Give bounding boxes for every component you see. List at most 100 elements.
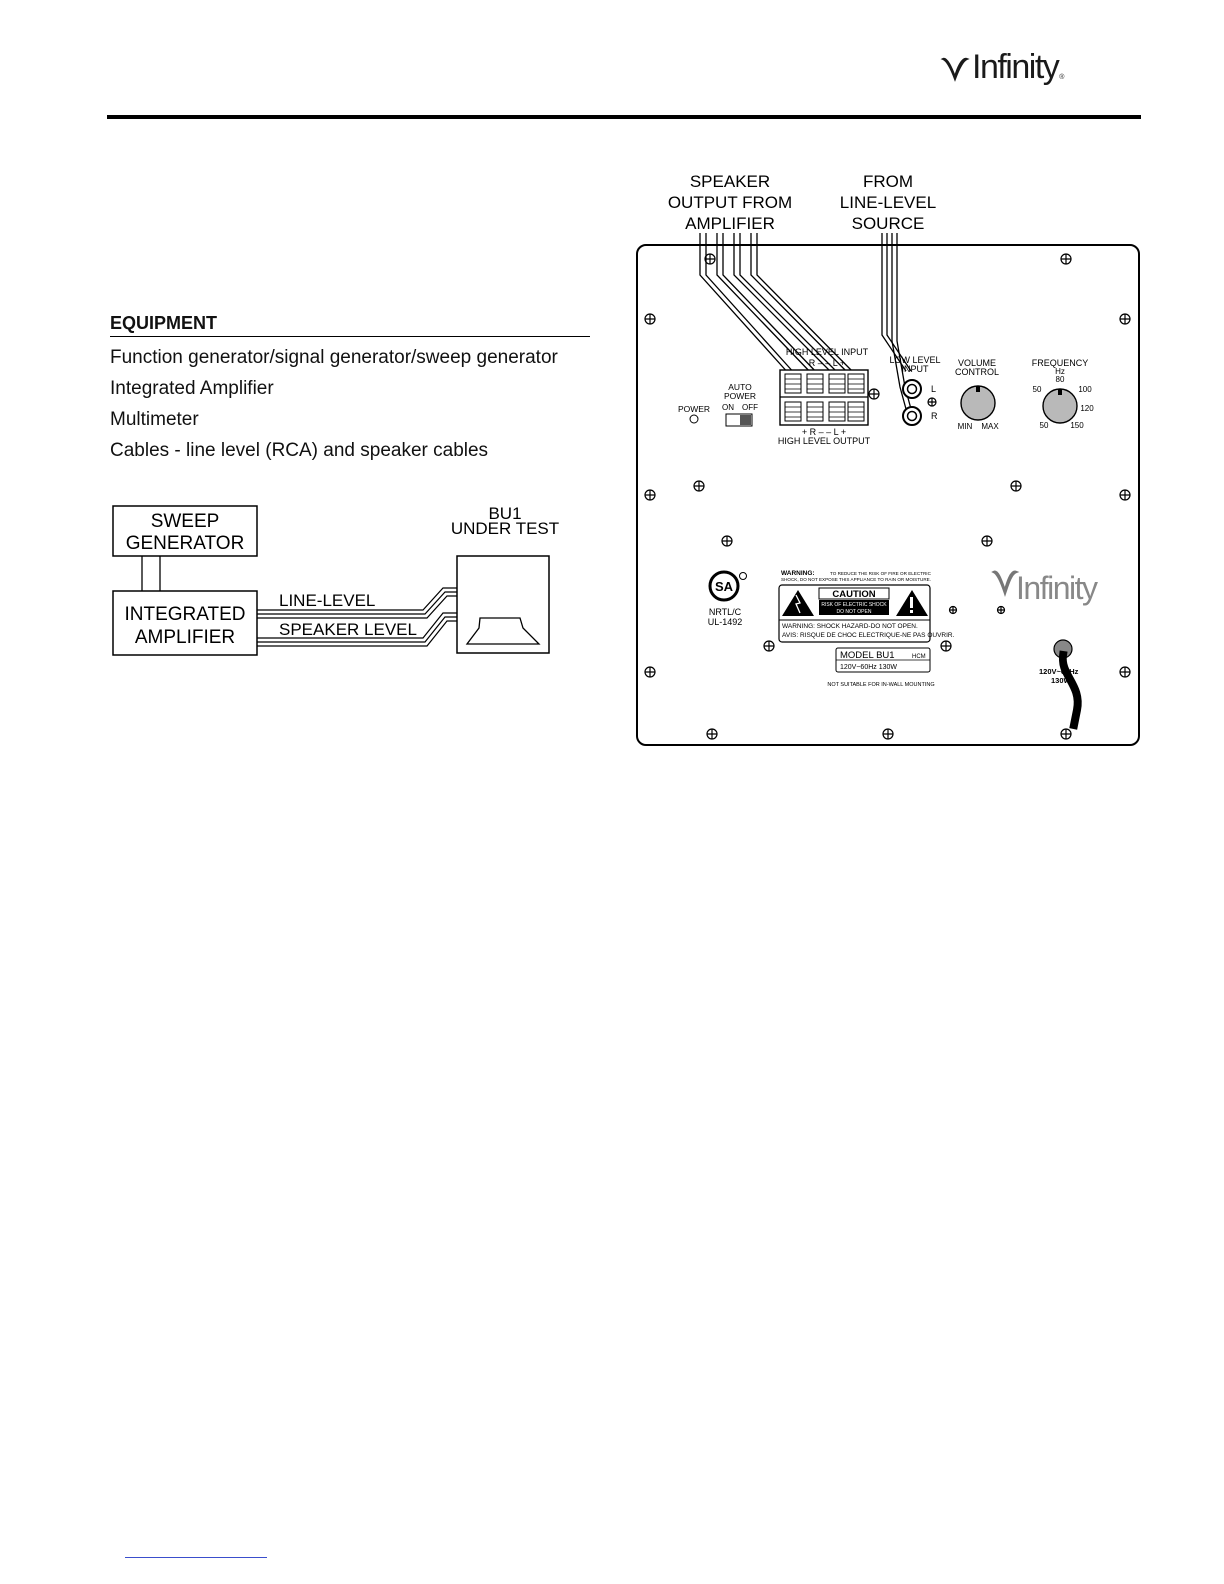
screw-icon <box>1010 480 1022 492</box>
screw-icon <box>927 397 937 407</box>
auto-power-label-2: POWER <box>724 391 756 401</box>
speaker-terminal-block <box>779 369 869 426</box>
screw-icon <box>1060 728 1072 740</box>
model-suffix: HCM <box>912 654 926 660</box>
rca-jack-right[interactable] <box>902 406 922 426</box>
equipment-item: Cables - line level (RCA) and speaker ca… <box>110 440 489 461</box>
power-rating: 120V~60Hz <box>1039 667 1079 676</box>
under-test-label: UNDER TEST <box>451 519 559 538</box>
bu1-label: BU1 <box>488 504 521 523</box>
logo-text: Infinity <box>972 48 1060 86</box>
screw-icons <box>644 253 1131 740</box>
model-plate: MODEL BU1 HCM 120V~60Hz 130W <box>835 647 931 673</box>
screw-icon <box>996 605 1006 615</box>
screw-icon <box>882 728 894 740</box>
power-rating-2: 130W <box>1051 676 1072 685</box>
equipment-item: Multimeter <box>110 409 199 430</box>
low-level-input-label-2: INPUT <box>902 364 930 374</box>
equipment-item: Integrated Amplifier <box>110 378 274 399</box>
screw-icon <box>1119 666 1131 678</box>
high-level-input-polarity: R – – L + <box>809 358 845 368</box>
speaker-driver-icon <box>465 617 541 645</box>
screw-icon <box>763 640 775 652</box>
high-level-output-polarity: + R – – L + <box>802 427 846 437</box>
cert-line-2: UL-1492 <box>708 617 743 627</box>
speaker-output-callout-3: AMPLIFIER <box>685 214 775 233</box>
volume-max-label: MAX <box>981 422 999 431</box>
cert-line-1: NRTL/C <box>709 607 742 617</box>
speaker-level-cable <box>257 612 457 647</box>
channel-l-label: L <box>931 384 936 394</box>
integrated-amplifier-label-1: INTEGRATED <box>124 604 245 625</box>
screw-icon <box>1060 253 1072 265</box>
infinity-swirl-icon <box>991 570 1020 597</box>
screw-icon <box>693 480 705 492</box>
frequency-tick-150: 150 <box>1070 421 1084 430</box>
sweep-generator-label-1: SWEEP <box>151 511 220 532</box>
frequency-knob[interactable] <box>1042 388 1078 424</box>
screw-icon <box>644 489 656 501</box>
frequency-tick-120: 120 <box>1080 404 1094 413</box>
volume-knob[interactable] <box>960 385 996 421</box>
rca-jack-left[interactable] <box>902 379 922 399</box>
screw-icon <box>940 640 952 652</box>
speaker-wires <box>699 233 857 376</box>
infinity-logo: Infinity ® <box>940 48 1064 87</box>
shock-warning: WARNING: SHOCK HAZARD-DO NOT OPEN. <box>782 623 918 630</box>
line-level-callout-2: LINE-LEVEL <box>840 193 936 212</box>
cert-mark-text: SA <box>715 579 734 594</box>
rear-panel-diagram: SPEAKER OUTPUT FROM AMPLIFIER FROM LINE-… <box>636 172 1140 746</box>
auto-power-switch[interactable] <box>725 413 753 427</box>
frequency-tick-100: 100 <box>1078 385 1092 394</box>
speaker-output-callout-2: OUTPUT FROM <box>668 193 792 212</box>
sweep-generator-box: SWEEP GENERATOR <box>112 505 258 557</box>
model-rating: 120V~60Hz 130W <box>840 664 897 671</box>
power-cord <box>1053 639 1082 730</box>
panel-logo-text: Infinity <box>1016 570 1098 606</box>
frequency-label: FREQUENCY <box>1032 358 1089 368</box>
warning-title: WARNING: <box>781 570 815 577</box>
panel-outline <box>636 244 1140 746</box>
speaker-output-callout-1: SPEAKER <box>690 172 770 191</box>
speaker-level-label: SPEAKER LEVEL <box>279 620 417 639</box>
registered-mark: ® <box>1059 74 1064 81</box>
screw-icon <box>1119 313 1131 325</box>
warning-text-1: TO REDUCE THE RISK OF FIRE OR ELECTRIC <box>830 571 932 576</box>
line-level-cable <box>257 587 457 619</box>
high-level-input-label: HIGH LEVEL INPUT <box>786 347 869 357</box>
caution-label: CAUTION RISK OF ELECTRIC SHOCK DO NOT OP… <box>778 584 955 643</box>
switch-off-label: OFF <box>742 403 758 412</box>
generator-to-amp-cable <box>141 556 161 591</box>
screw-icon <box>948 605 958 615</box>
equipment-item: Function generator/signal generator/swee… <box>110 347 558 368</box>
infinity-swirl-icon <box>940 57 970 82</box>
screw-icon <box>721 535 733 547</box>
screw-icon <box>981 535 993 547</box>
footer-link-underline[interactable] <box>125 1557 267 1558</box>
mounting-note: NOT SUITABLE FOR IN-WALL MOUNTING <box>827 682 934 688</box>
volume-control-label-1: VOLUME <box>958 358 996 368</box>
low-level-input-label-1: LOW LEVEL <box>889 355 940 365</box>
switch-on-label: ON <box>722 403 734 412</box>
screw-icon <box>706 728 718 740</box>
integrated-amplifier-label-2: AMPLIFIER <box>135 627 235 648</box>
model-label: MODEL BU1 <box>840 650 895 661</box>
warning-text-2: SHOCK, DO NOT EXPOSE THIS APPLIANCE TO R… <box>781 577 931 582</box>
panel-infinity-logo: Infinity <box>991 570 1099 606</box>
integrated-amplifier-box: INTEGRATED AMPLIFIER <box>112 590 258 656</box>
screw-icon <box>704 253 716 265</box>
line-level-callout-3: SOURCE <box>852 214 925 233</box>
shock-warning-fr: AVIS: RISQUE DE CHOC ELECTRIQUE-NE PAS O… <box>782 632 955 639</box>
test-setup-diagram: SWEEP GENERATOR INTEGRATED AMPLIFIER LIN… <box>112 504 559 656</box>
line-level-callout-1: FROM <box>863 172 913 191</box>
screw-icon <box>644 313 656 325</box>
equipment-list: Function generator/signal generator/swee… <box>110 342 558 466</box>
caution-text-1: RISK OF ELECTRIC SHOCK <box>821 602 887 608</box>
equipment-heading: EQUIPMENT <box>110 313 590 337</box>
frequency-tick-80: 80 <box>1056 375 1065 384</box>
channel-r-label: R <box>931 411 938 421</box>
frequency-tick-50-upper: 50 <box>1033 385 1042 394</box>
frequency-tick-50-lower: 50 <box>1040 421 1049 430</box>
caution-text-2: DO NOT OPEN <box>837 609 872 615</box>
sweep-generator-label-2: GENERATOR <box>126 533 245 554</box>
